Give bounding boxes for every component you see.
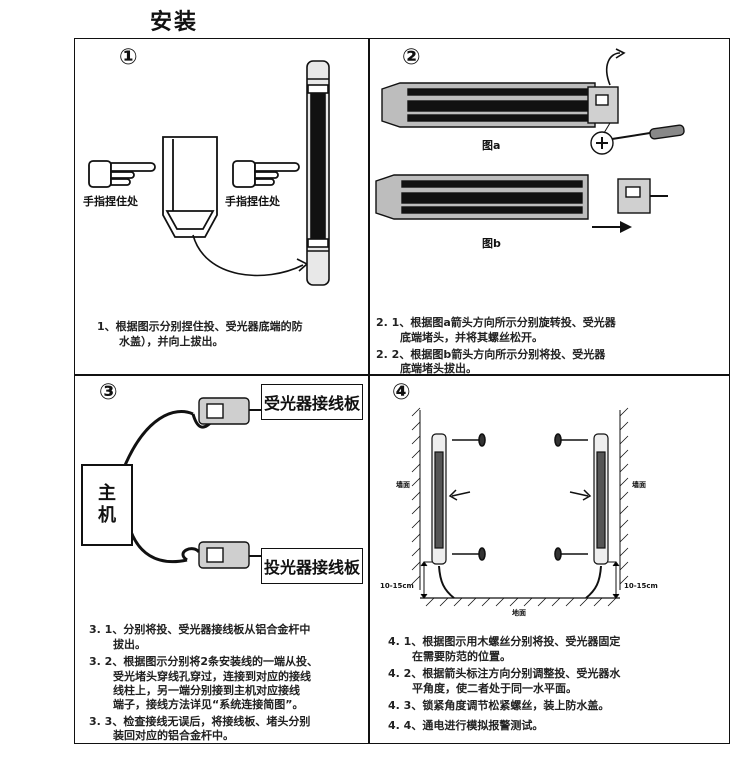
step-2-text-line-4: 底端堵头拔出。 xyxy=(400,362,477,375)
ground-label: 地面 xyxy=(512,609,526,617)
wiring-cable-icon xyxy=(121,410,215,564)
step-2-text-line-3: 2. 2、根据图b箭头方向所示分别将投、受光器 xyxy=(376,348,606,361)
step-3-text-line-7: 3. 3、检查接线无误后，将接线板、堵头分别 xyxy=(89,715,311,728)
screw-icon xyxy=(452,433,588,561)
emitter-connector-icon xyxy=(198,541,261,569)
left-hand-icon xyxy=(88,160,156,188)
step-3-text-line-6: 端子，接线方法详见“系统连接简图”。 xyxy=(113,698,304,711)
step-4-text-line-3: 4. 2、根据箭头标注方向分别调整投、受光器水 xyxy=(388,667,621,680)
step-number: ④ xyxy=(392,380,411,405)
height-label-right: 10-15cm xyxy=(624,582,658,590)
step-3-text-line-2: 拔出。 xyxy=(113,638,146,651)
step-number: ① xyxy=(119,45,138,70)
step-1-text-line-2: 水盖），并向上拔出。 xyxy=(119,335,224,348)
screwdriver-icon xyxy=(590,124,685,155)
host-label-line-1: 主 xyxy=(98,483,116,504)
figure-a-label: 图a xyxy=(482,139,501,152)
right-hand-icon xyxy=(232,160,300,188)
host-unit-box: 主 机 xyxy=(81,464,133,546)
step-3-illustration xyxy=(121,397,261,569)
instruction-grid: ① xyxy=(74,38,730,744)
step-1-text-line-1: 1、根据图示分别捏住投、受光器底端的防 xyxy=(97,320,303,333)
wall-label-right: 墙面 xyxy=(632,481,646,489)
step-2-illustration xyxy=(375,48,685,233)
step-3-text-line-1: 3. 1、分别将投、受光器接线板从铝合金杆中 xyxy=(89,623,311,636)
step-2-text-line-1: 2. 1、根据图a箭头方向所示分别旋转投、受光器 xyxy=(376,316,616,329)
receiver-connector-icon xyxy=(198,397,261,425)
height-label-left: 10-15cm xyxy=(380,582,414,590)
wall-hatching xyxy=(419,410,621,590)
detector-bar-a-icon xyxy=(381,82,619,128)
finger-grip-label-right: 手指捏住处 xyxy=(225,195,280,208)
page-title: 安装 xyxy=(150,10,199,35)
figure-b-label: 图b xyxy=(482,237,501,250)
step-4-illustration xyxy=(411,407,629,607)
panel-step-2: ② xyxy=(369,38,730,375)
finger-grip-label-left: 手指捏住处 xyxy=(83,195,138,208)
step-number: ③ xyxy=(99,380,118,405)
step-2-text-line-2: 底端堵头，并将其螺丝松开。 xyxy=(400,331,543,344)
left-detector-icon xyxy=(431,433,455,599)
right-detector-icon xyxy=(585,433,609,599)
panel-step-4: ④ xyxy=(369,375,730,744)
receiver-board-label: 受光器接线板 xyxy=(261,384,363,420)
step-3-text-line-5: 线柱上，另一端分别接到主机对应接线 xyxy=(113,684,300,697)
step-number: ② xyxy=(402,45,421,70)
step-4-text-line-1: 4. 1、根据图示用木螺丝分别将投、受光器固定 xyxy=(388,635,621,648)
step-4-text-line-2: 在需要防范的位置。 xyxy=(412,650,511,663)
step-3-text-line-8: 装回对应的铝合金杆中。 xyxy=(113,729,234,742)
waterproof-cap-icon xyxy=(162,136,218,238)
host-label-line-2: 机 xyxy=(98,505,116,526)
detector-bar-b-icon xyxy=(375,174,668,220)
panel-step-3: ③ 受光器接线板 投光器接线板 主 机 3. 1 xyxy=(74,375,369,744)
step-4-text-line-4: 平角度，使二者处于同一水平面。 xyxy=(412,682,577,695)
step-3-text-line-4: 受光堵头穿线孔穿过，连接到对应的接线 xyxy=(113,670,311,683)
panel-step-1: ① xyxy=(74,38,369,375)
emitter-board-label: 投光器接线板 xyxy=(261,548,363,584)
wall-label-left: 墙面 xyxy=(396,481,410,489)
step-3-text-line-3: 3. 2、根据图示分别将2条安装线的一端从投、 xyxy=(89,655,318,668)
step-1-illustration xyxy=(88,60,330,286)
step-4-text-line-6: 4. 4、通电进行模拟报警测试。 xyxy=(388,719,544,732)
step-4-text-line-5: 4. 3、锁紧角度调节松紧螺丝，装上防水盖。 xyxy=(388,699,610,712)
detector-pole-icon xyxy=(306,60,330,286)
